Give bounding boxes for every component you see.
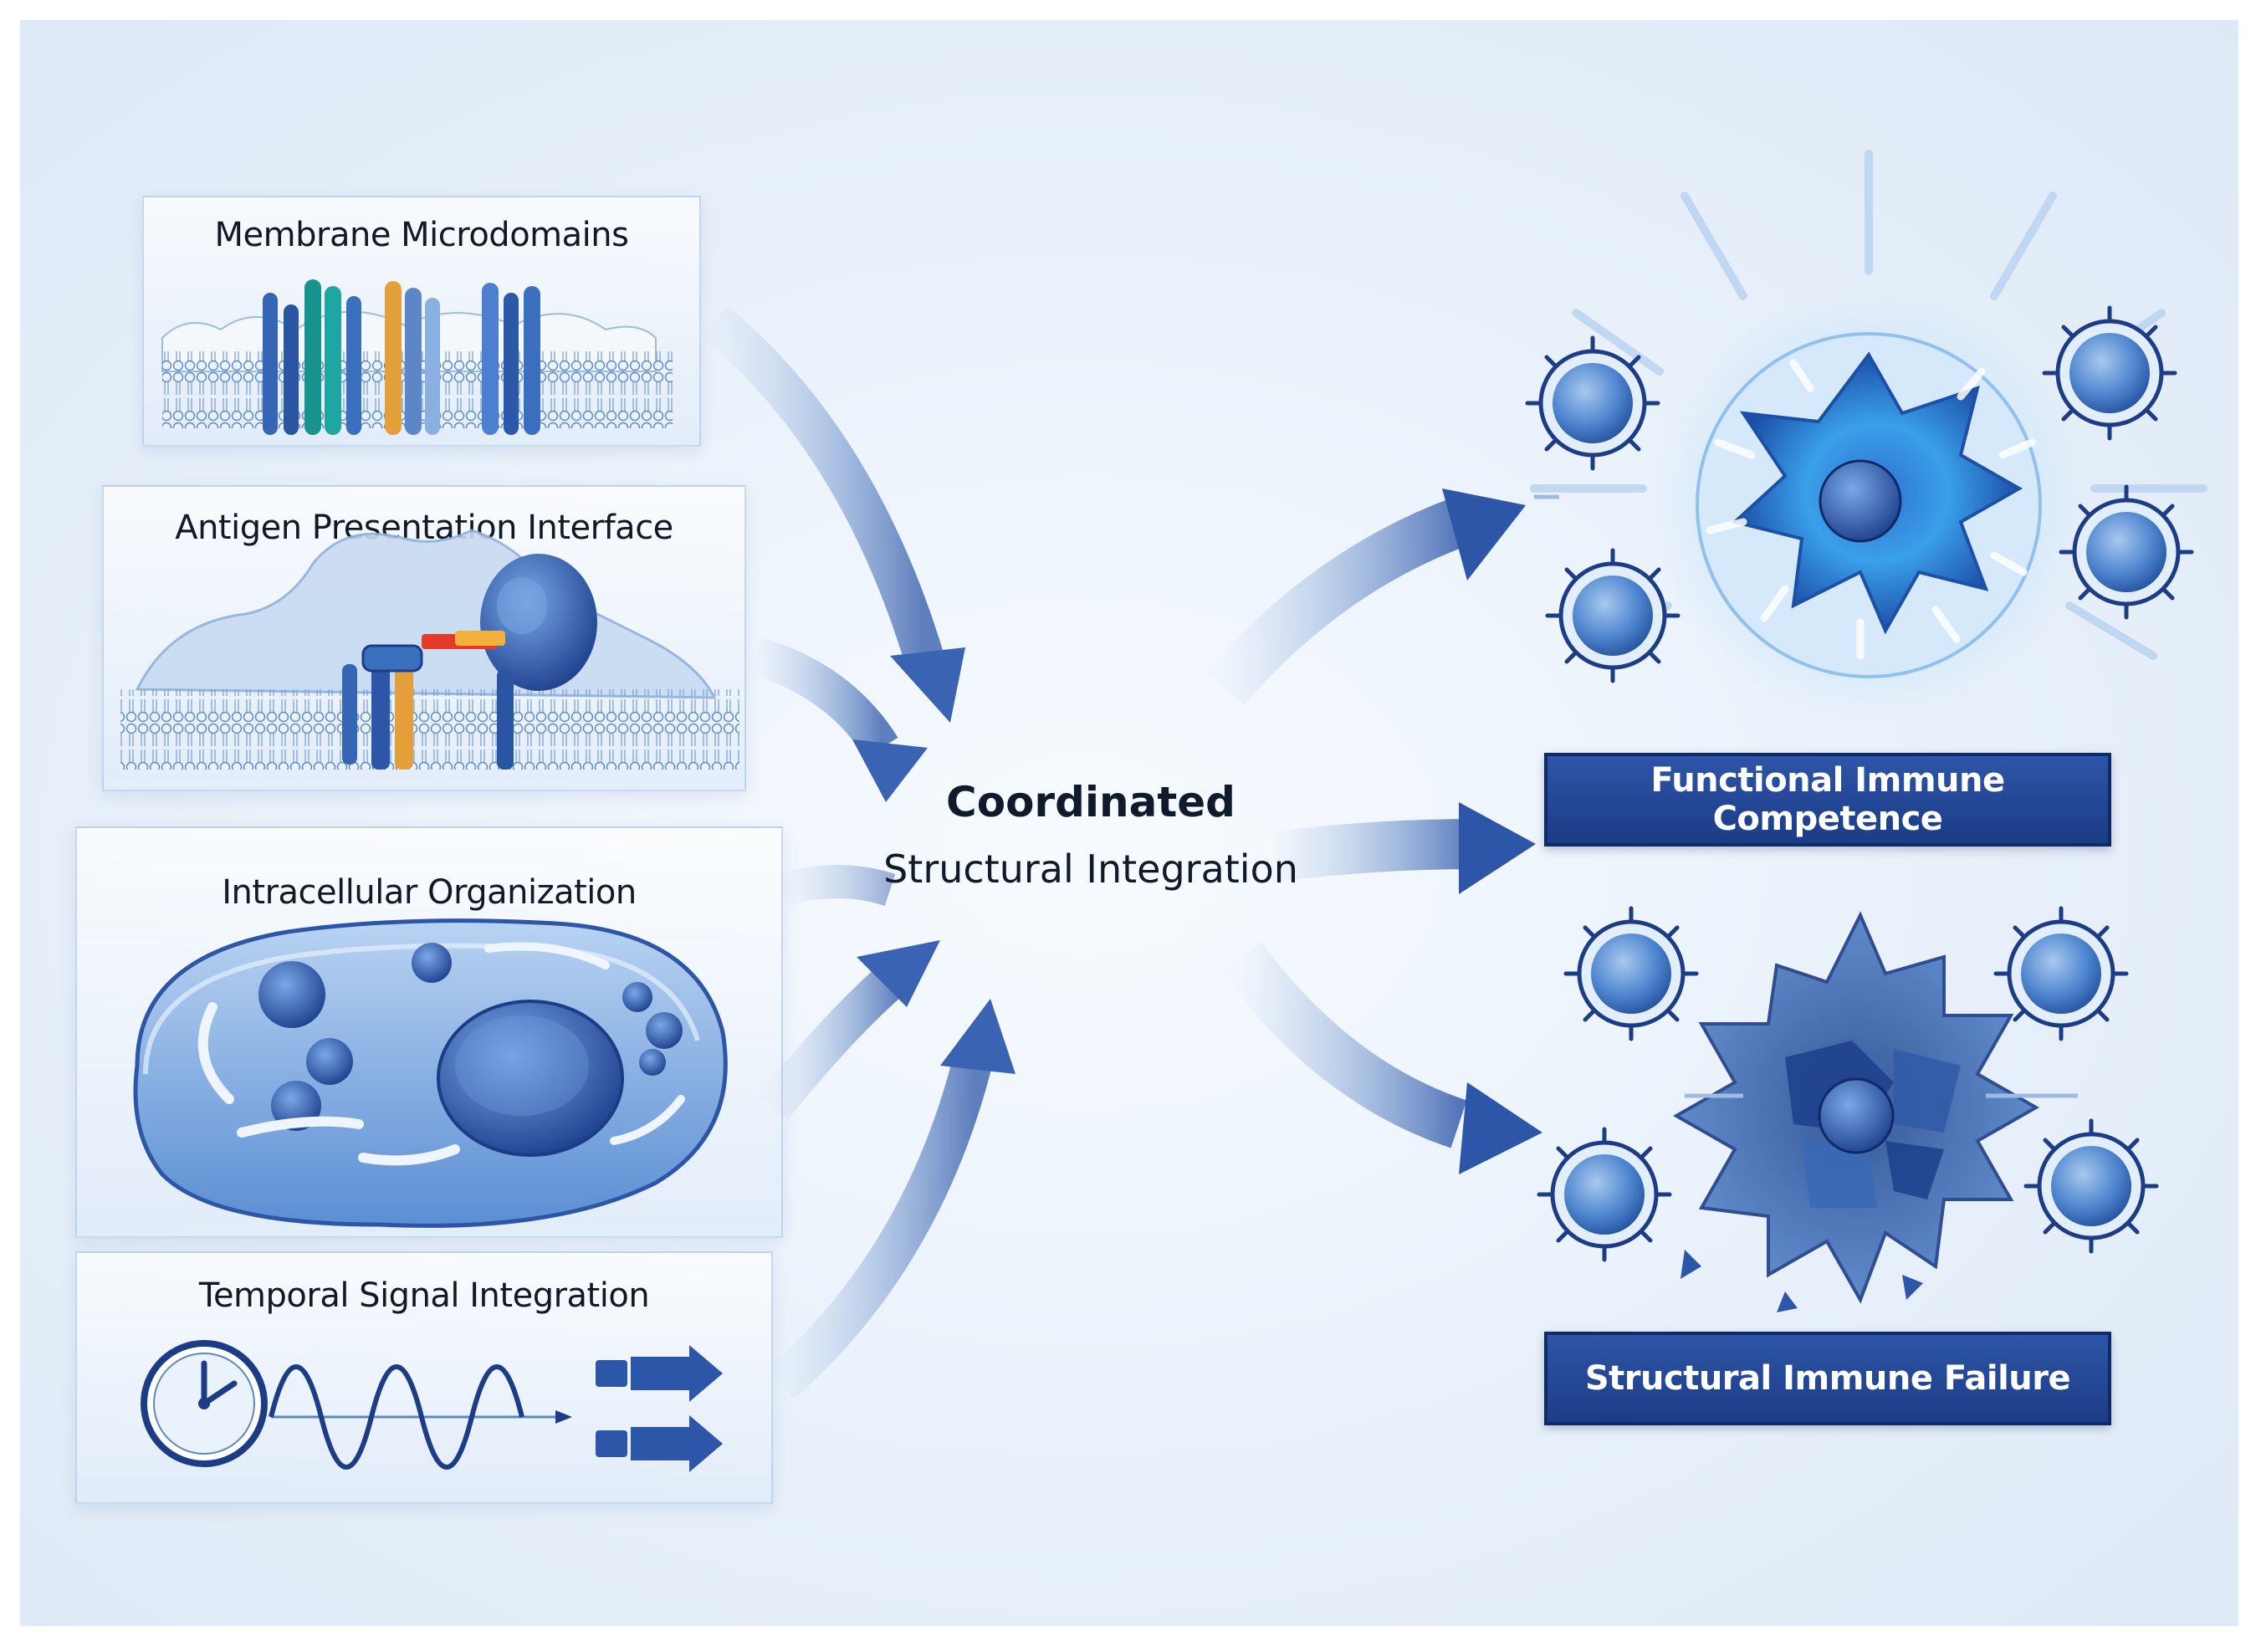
antigen-presentation-illustration [120, 529, 739, 770]
functional-dendritic-cell [1530, 150, 2207, 723]
t-cell [1993, 906, 2129, 1041]
t-cell [1545, 548, 1680, 683]
membrane-microdomains-illustration [161, 279, 673, 435]
panel-title: Intracellular Organization [222, 873, 637, 912]
t-cell [2023, 1118, 2159, 1254]
center-subtitle: Structural Integration [883, 846, 1298, 892]
t-cell [1525, 335, 1660, 471]
arrow-head [940, 999, 1015, 1074]
t-cell [2059, 484, 2194, 620]
arrow-head [852, 739, 928, 802]
outcome-structural-failure: Structural Immune Failure [1544, 1332, 2111, 1425]
clock-icon [141, 1340, 268, 1467]
arrow-head [1459, 1082, 1542, 1174]
nucleus [437, 1000, 624, 1157]
diagram-canvas: Membrane Microdomains Antigen Presentati… [20, 20, 2238, 1626]
signal-arrows-icon [596, 1345, 723, 1472]
arrow-head [890, 647, 965, 723]
t-cell [1537, 1127, 1672, 1262]
nucleus [1818, 1077, 1895, 1154]
debris-fragment [1777, 1291, 1798, 1312]
oscillation-wave [269, 1364, 572, 1470]
incoming-arrows [701, 305, 1015, 1399]
intracellular-organization-illustration [133, 918, 728, 1228]
arrow-head [857, 940, 940, 1007]
t-cell [1563, 906, 1699, 1041]
outcome-functional-competence: Functional Immune Competence [1544, 753, 2111, 846]
t-cells [1525, 305, 2194, 1262]
center-title: Coordinated [946, 778, 1235, 826]
illustration-layer [120, 150, 2207, 1472]
arrow-head [1459, 802, 1536, 894]
panel-title: Membrane Microdomains [214, 216, 629, 254]
temporal-signal-illustration [141, 1340, 723, 1472]
t-cell [2042, 305, 2177, 441]
panel-title: Temporal Signal Integration [198, 1276, 650, 1315]
vesicle [258, 961, 325, 1028]
receptor-cluster [263, 279, 540, 435]
debris-fragment [1902, 1275, 1923, 1300]
arrow-head [1442, 488, 1526, 581]
outgoing-arrows [1205, 488, 1542, 1174]
failed-dendritic-cell [1672, 911, 2040, 1312]
debris-fragment [1680, 1250, 1701, 1279]
nucleus [1819, 459, 1902, 543]
